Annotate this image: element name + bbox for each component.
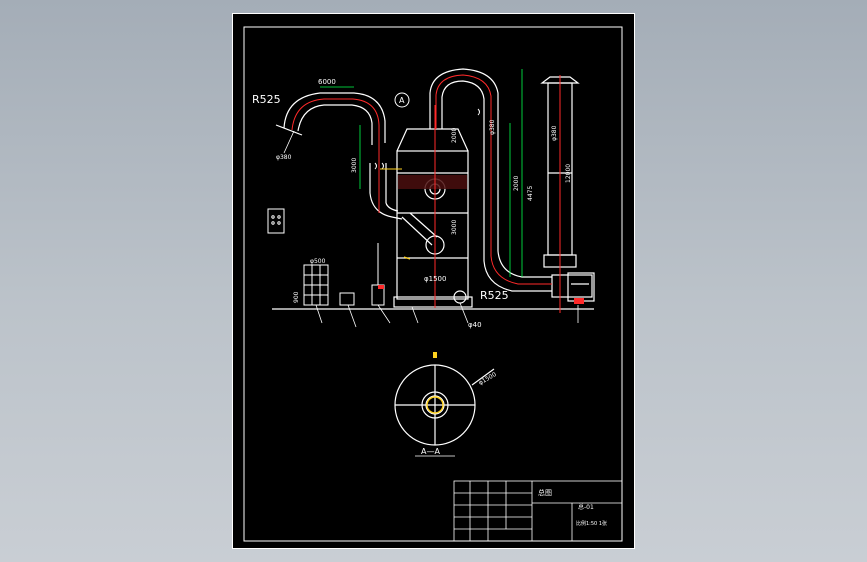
section-core <box>426 396 444 414</box>
title-block <box>453 480 623 542</box>
title-scale: 比例1:50 1张 <box>576 520 607 527</box>
bend-radius-right: R525 <box>480 289 509 302</box>
spray-layer <box>398 175 467 189</box>
outer-border <box>232 13 635 549</box>
pump-marker <box>378 285 384 289</box>
dim-tank-height: 900 <box>293 291 300 303</box>
title-drawing-no: 总-01 <box>578 503 594 511</box>
detail-marker-circle <box>394 92 410 108</box>
exhaust-stack <box>540 76 595 302</box>
dim-tower-dia: φ1500 <box>424 275 446 283</box>
bend-radius-left: R525 <box>252 93 281 106</box>
dim-total: 4475 <box>527 186 534 201</box>
dim-tower-upper: 2000 <box>451 128 458 143</box>
leader-lines <box>283 130 579 328</box>
section-nozzle <box>433 352 437 358</box>
drawing-sheet: R525 6000 3000 φ380 2000 3000 2000 4475 … <box>232 13 635 549</box>
dim-outlet-dia: φ380 <box>489 119 496 135</box>
section-view <box>394 364 495 457</box>
dim-horizontal: 6000 <box>318 78 336 86</box>
dim-vertical-left: 3000 <box>351 158 358 173</box>
dim-stack-dia: φ380 <box>551 125 558 141</box>
dim-tower-lower: 3000 <box>451 220 458 235</box>
dim-fan-pipe: φ40 <box>468 321 482 329</box>
fan-marker <box>574 298 584 304</box>
dim-riser: 2000 <box>513 176 520 191</box>
detail-marker: A <box>399 96 405 105</box>
dimension-lines <box>320 69 523 277</box>
title-drawing-name: 总图 <box>538 488 552 497</box>
dim-stack-height: 12000 <box>565 164 572 183</box>
ancillary-equipment <box>267 208 385 306</box>
inner-border <box>243 26 623 542</box>
outlet-duct <box>429 68 593 298</box>
inlet-duct <box>275 92 403 220</box>
inlet-centerline <box>291 98 380 213</box>
section-label: A—A <box>421 447 440 456</box>
outlet-centerline <box>435 74 552 285</box>
dim-inlet-dia: φ380 <box>276 154 292 161</box>
cad-drawing: R525 6000 3000 φ380 2000 3000 2000 4475 … <box>232 13 635 549</box>
dim-tank-width: φ500 <box>310 258 326 265</box>
